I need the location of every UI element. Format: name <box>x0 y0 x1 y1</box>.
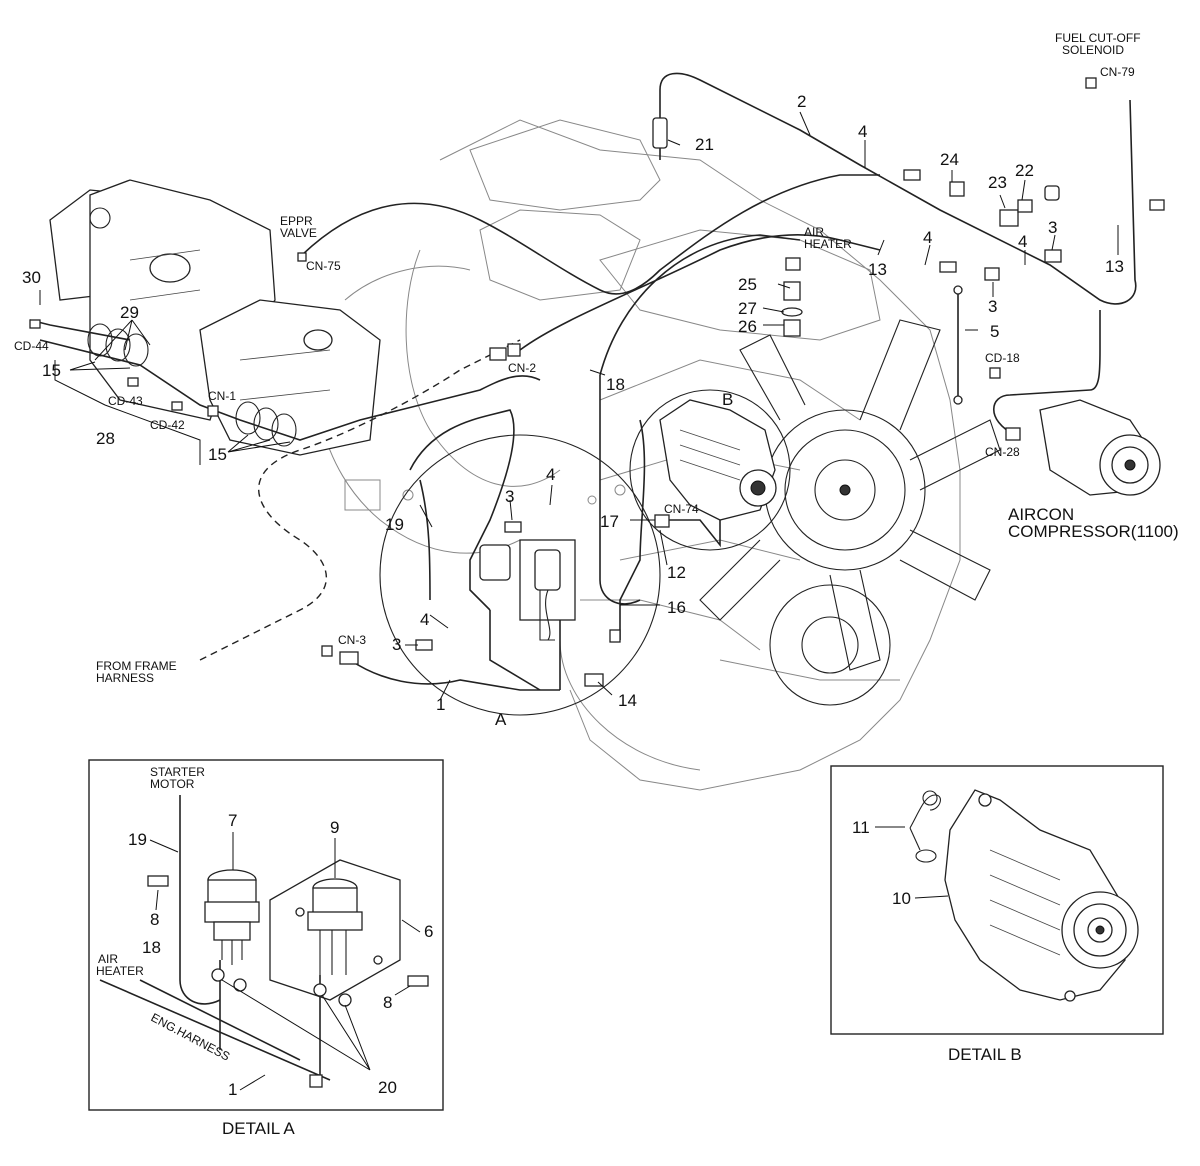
detail-callout-6: 6 <box>424 922 433 941</box>
callout-3: 3 <box>1048 218 1057 237</box>
cn74-label: CN-74 <box>664 502 699 516</box>
alternator-assembly <box>659 399 777 521</box>
callout-25: 25 <box>738 275 757 294</box>
callout-23: 23 <box>988 173 1007 192</box>
callout-4: 4 <box>546 465 555 484</box>
callout-12: 12 <box>667 563 686 582</box>
callout-19: 19 <box>385 515 404 534</box>
detail-callout-9: 9 <box>330 818 339 837</box>
view-a-label: A <box>495 710 507 729</box>
callout-15: 15 <box>42 361 61 380</box>
callout-4: 4 <box>420 610 429 629</box>
callout-18: 18 <box>606 375 625 394</box>
cd18-label: CD-18 <box>985 351 1020 365</box>
main-callouts: 2 21 4 24 23 22 3 4 4 13 13 25 27 26 3 5… <box>22 92 1124 714</box>
cd44-label: CD-44 <box>14 339 49 353</box>
callout-14: 14 <box>618 691 637 710</box>
callout-27: 27 <box>738 299 757 318</box>
callout-4: 4 <box>923 228 932 247</box>
wiring-harness <box>29 72 1137 691</box>
view-b-label: B <box>722 390 733 409</box>
aircon-compressor <box>1039 399 1161 496</box>
detail-b-marker <box>629 389 791 551</box>
detail-a-caption: DETAIL A <box>222 1119 295 1138</box>
callout-17: 17 <box>600 512 619 531</box>
callout-29: 29 <box>120 303 139 322</box>
detail-callout-18: 18 <box>142 938 161 957</box>
callout-3: 3 <box>392 635 401 654</box>
cn1-label: CN-1 <box>208 389 236 403</box>
cd42-label: CD-42 <box>150 418 185 432</box>
detail-b-caption: DETAIL B <box>948 1045 1022 1064</box>
callout-22: 22 <box>1015 161 1034 180</box>
callout-3: 3 <box>988 297 997 316</box>
callout-13: 13 <box>1105 257 1124 276</box>
callout-4: 4 <box>1018 232 1027 251</box>
detail-callout-11: 11 <box>852 818 870 837</box>
callout-26: 26 <box>738 317 757 336</box>
detail-a-marker <box>379 434 661 716</box>
detail-callout-7: 7 <box>228 811 237 830</box>
cn28-label: CN-28 <box>985 445 1020 459</box>
hydraulic-pump <box>49 179 381 456</box>
callout-13: 13 <box>868 260 887 279</box>
detail-callout-10: 10 <box>892 889 911 908</box>
callout-30: 30 <box>22 268 41 287</box>
cn3-label: CN-3 <box>338 633 366 647</box>
cn79-label: CN-79 <box>1100 65 1135 79</box>
connectors <box>29 77 1165 687</box>
cn2-label: CN-2 <box>508 361 536 375</box>
cn75-label: CN-75 <box>306 259 341 273</box>
callout-15: 15 <box>208 445 227 464</box>
callout-16: 16 <box>667 598 686 617</box>
detail-callout-8: 8 <box>383 993 392 1012</box>
detail-callout-20: 20 <box>378 1078 397 1097</box>
engine-relays <box>479 539 576 641</box>
frame-harness-route <box>199 339 521 661</box>
o-rings <box>87 323 297 447</box>
callout-21: 21 <box>695 135 714 154</box>
cd43-label: CD-43 <box>108 394 143 408</box>
detail-callout-8: 8 <box>150 910 159 929</box>
callout-3: 3 <box>505 487 514 506</box>
callout-1: 1 <box>436 695 445 714</box>
callout-28: 28 <box>96 429 115 448</box>
callout-24: 24 <box>940 150 959 169</box>
detail-b: 11 10 <box>830 765 1164 1035</box>
callout-2: 2 <box>797 92 806 111</box>
detail-callout-1: 1 <box>228 1080 237 1099</box>
detail-callout-19: 19 <box>128 830 147 849</box>
engine-block <box>315 119 961 791</box>
leaders <box>39 111 1119 701</box>
callout-5: 5 <box>990 322 999 341</box>
callout-4: 4 <box>858 122 867 141</box>
cooling-fan <box>699 319 1001 706</box>
